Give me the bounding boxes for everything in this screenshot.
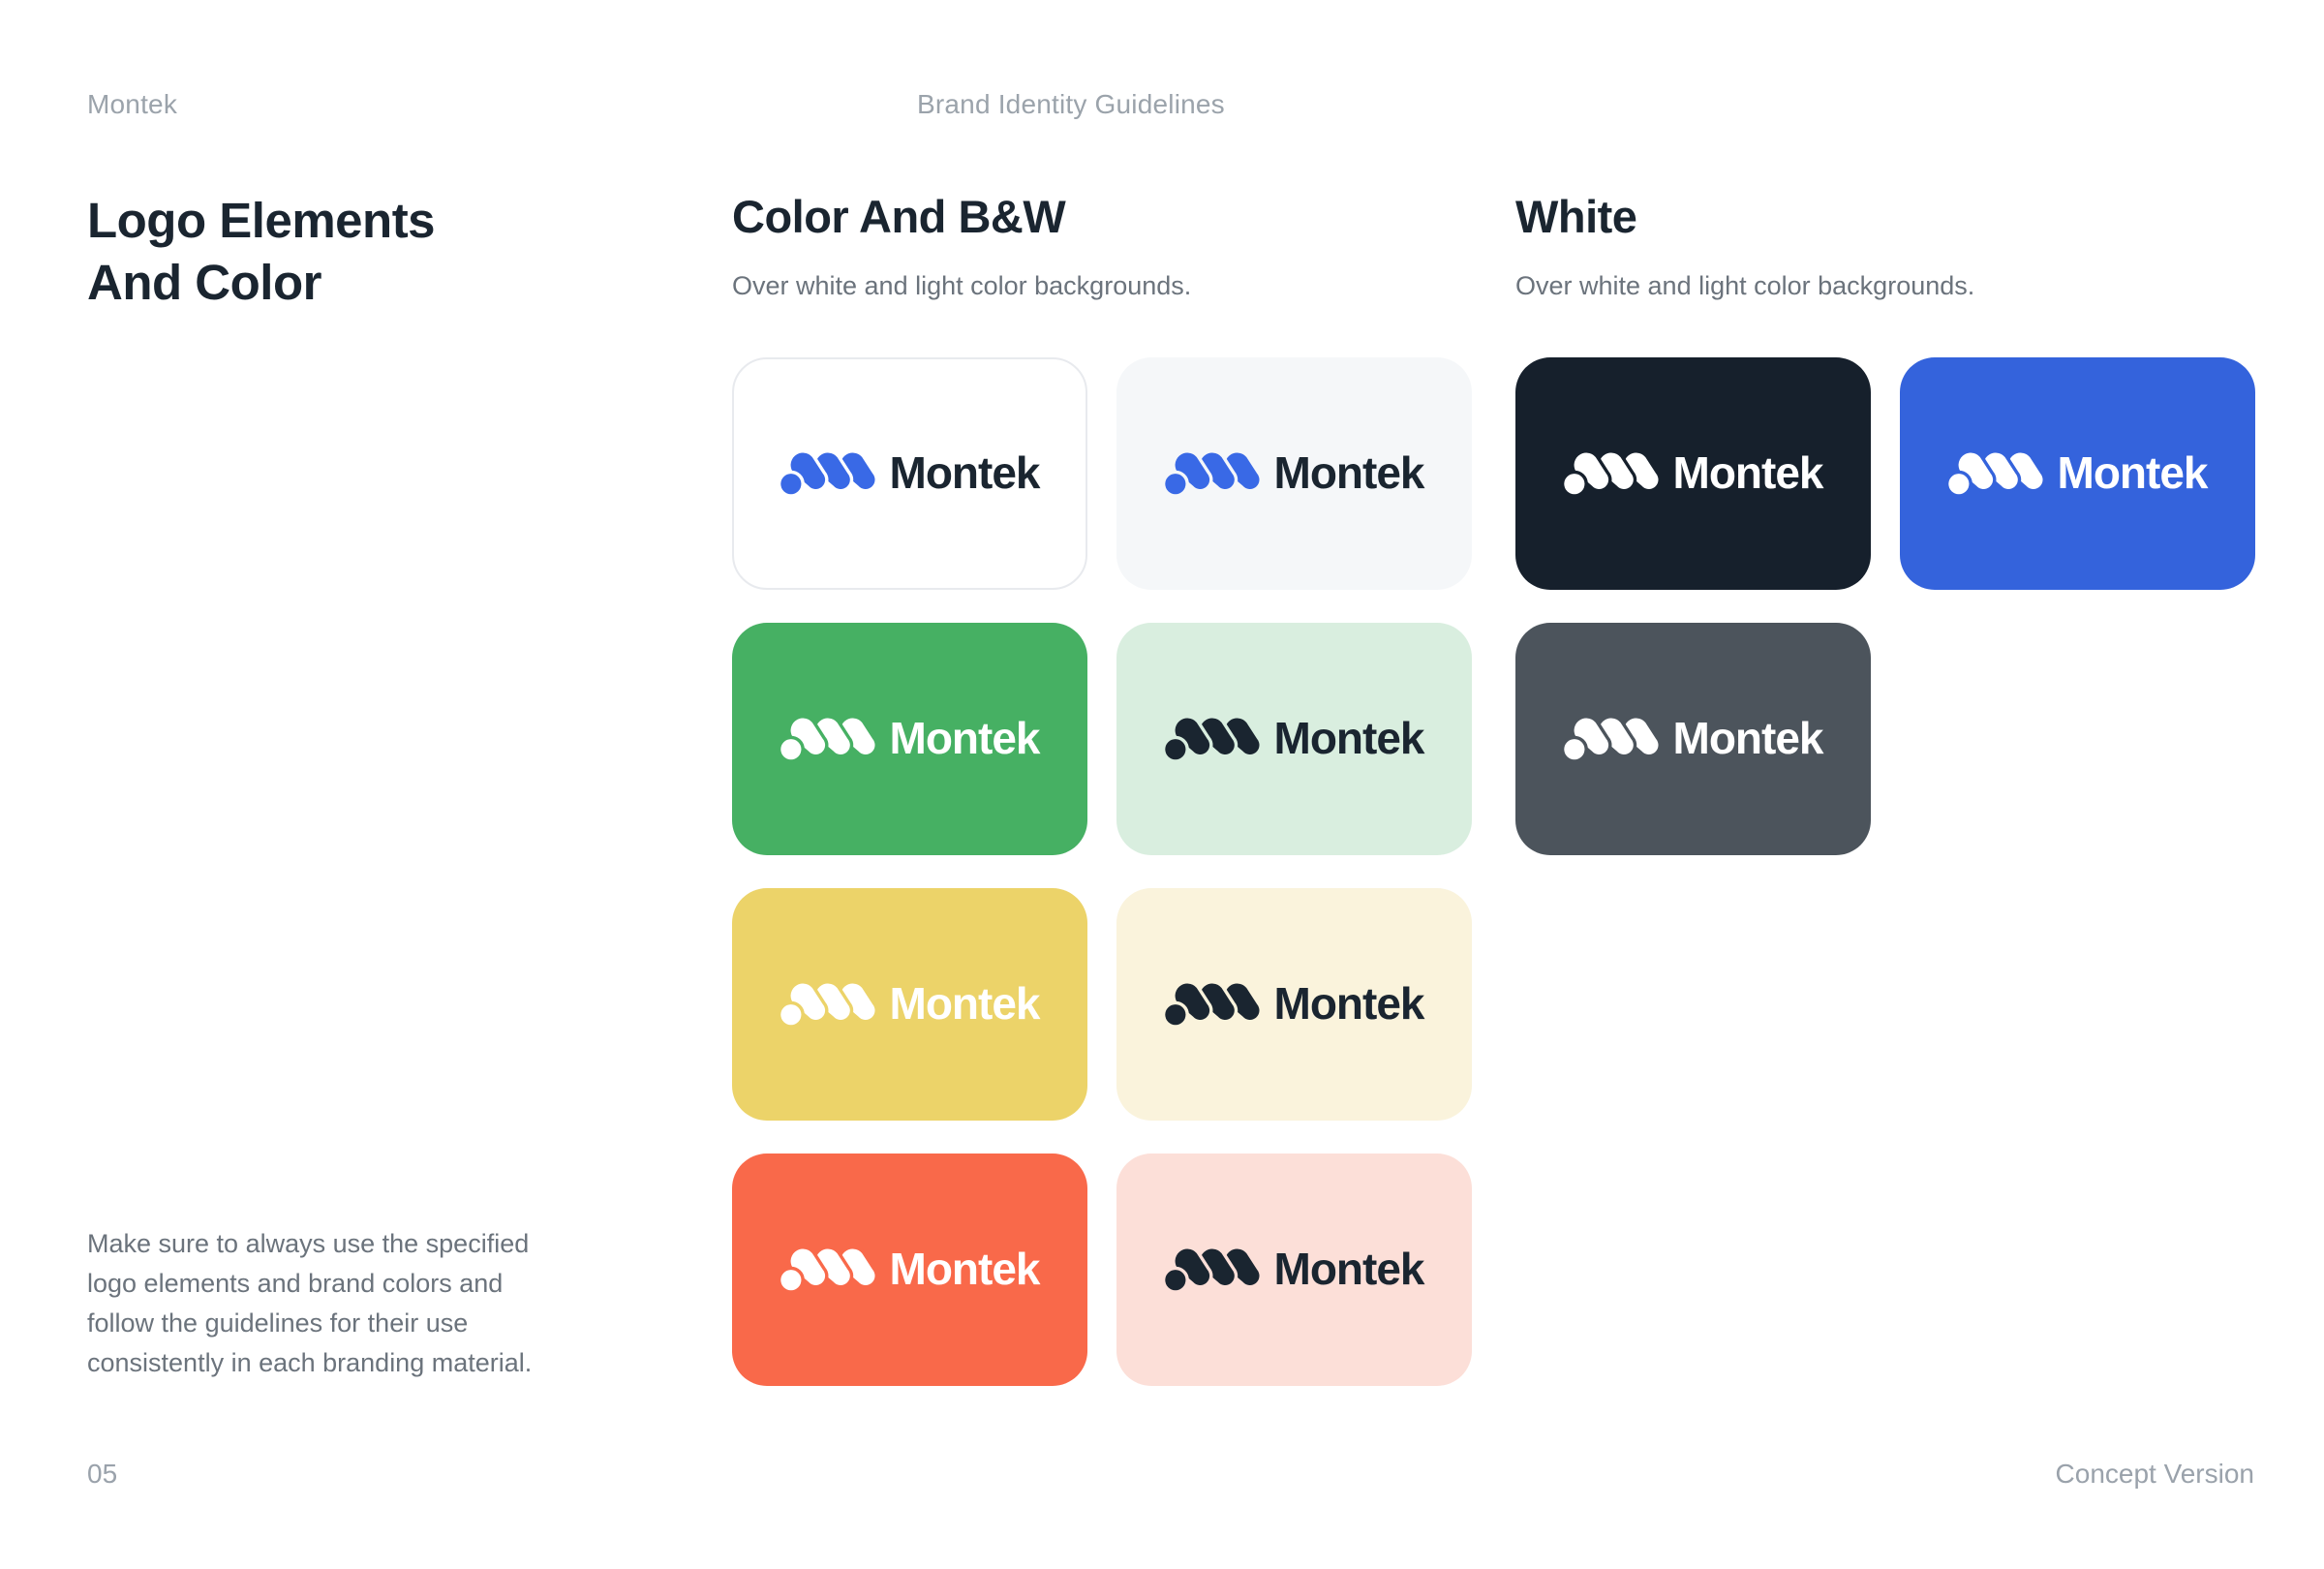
montek-logo: Montek [780,712,1041,763]
montek-logomark-icon [780,718,875,760]
section-subtitle-white: Over white and light color backgrounds. [1515,271,1975,300]
document-title: Brand Identity Guidelines [917,89,1225,119]
usage-note: Make sure to always use the specified lo… [87,1224,532,1383]
montek-logomark-icon [1947,452,2043,495]
usage-note-line: Make sure to always use the specified [87,1229,530,1258]
montek-wordmark: Montek [889,1243,1041,1294]
logo-card-slate-gray: Montek [1515,623,1871,855]
montek-logomark-icon [1563,718,1659,760]
section-subtitle-color-bw: Over white and light color backgrounds. [732,271,1192,300]
montek-logo: Montek [780,446,1041,498]
montek-logomark-icon [1563,452,1659,495]
section-heading-color-bw: Color And B&W [732,191,1066,242]
logo-card-cream: Montek [1116,888,1472,1121]
montek-wordmark: Montek [889,977,1041,1029]
usage-note-line: follow the guidelines for their use [87,1308,469,1338]
montek-logomark-icon [1164,718,1260,760]
montek-logomark-icon [1164,1248,1260,1291]
montek-logomark-icon [1164,452,1260,495]
logo-card-pink: Montek [1116,1154,1472,1386]
page-heading-line2: And Color [87,255,321,310]
montek-logomark-icon [780,983,875,1026]
logo-card-light-green: Montek [1116,623,1472,855]
montek-logo: Montek [1164,977,1425,1029]
montek-wordmark: Montek [1273,1243,1425,1294]
logo-card-green: Montek [732,623,1087,855]
brand-name: Montek [87,89,178,119]
montek-logomark-icon [1164,983,1260,1026]
montek-wordmark: Montek [889,712,1041,763]
montek-wordmark: Montek [1273,712,1425,763]
montek-logo: Montek [1563,712,1824,763]
version-label: Concept Version [2055,1459,2254,1489]
section-heading-white: White [1515,191,1637,242]
montek-logo: Montek [780,1243,1041,1294]
montek-logo: Montek [1563,446,1824,498]
usage-note-line: logo elements and brand colors and [87,1269,504,1298]
montek-wordmark: Montek [889,446,1041,498]
logo-card-blue: Montek [1900,357,2255,590]
logo-card-white: Montek [732,357,1087,590]
logo-card-yellow: Montek [732,888,1087,1121]
montek-logo: Montek [1164,1243,1425,1294]
montek-logo: Montek [780,977,1041,1029]
montek-logo: Montek [1164,712,1425,763]
montek-logomark-icon [780,1248,875,1291]
logo-card-light-gray: Montek [1116,357,1472,590]
montek-logo: Montek [1947,446,2209,498]
montek-logomark-icon [780,452,875,495]
logo-card-navy: Montek [1515,357,1871,590]
montek-wordmark: Montek [1672,712,1824,763]
page-heading-line1: Logo Elements [87,193,436,248]
montek-wordmark: Montek [2057,446,2209,498]
montek-logo: Montek [1164,446,1425,498]
page-number: 05 [87,1459,118,1489]
logo-card-orange: Montek [732,1154,1087,1386]
usage-note-line: consistently in each branding material. [87,1348,533,1377]
page-heading: Logo Elements And Color [87,190,436,314]
montek-wordmark: Montek [1273,446,1425,498]
montek-wordmark: Montek [1273,977,1425,1029]
montek-wordmark: Montek [1672,446,1824,498]
